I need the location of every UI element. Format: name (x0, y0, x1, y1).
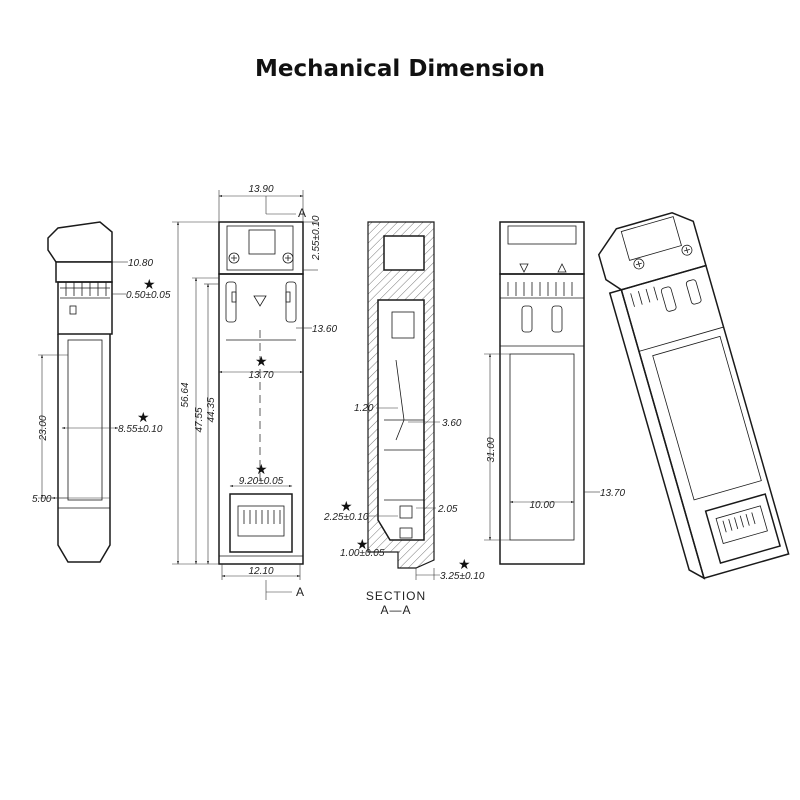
back-view: 31.00 10.00 13.70 (484, 221, 625, 565)
dim-back-outer-width: 13.70 (600, 488, 625, 499)
dim-section-inner: 3.60 (442, 418, 462, 429)
dim-front-connector-width: 9.20±0.05 (239, 476, 284, 487)
page-title: Mechanical Dimension (255, 56, 545, 82)
tolerance-star-icon: ★ (143, 277, 156, 293)
isometric-view (597, 212, 790, 580)
section-label-line2: A—A (380, 603, 411, 617)
side-view: 10.80 ★ 0.50±0.05 23.00 ★ 8.55±0.10 5.00 (32, 221, 171, 563)
dim-front-top-offset: 2.55±0.10 (311, 215, 322, 261)
tolerance-star-icon: ★ (255, 354, 268, 370)
dim-side-window-height: 23.00 (38, 415, 49, 441)
tolerance-star-icon: ★ (458, 557, 471, 573)
dim-section-wall: 1.20 (354, 403, 374, 414)
tolerance-star-icon: ★ (137, 410, 150, 426)
dim-front-bottom-width: 12.10 (248, 566, 273, 577)
dim-section-lip: 1.00±0.05 (340, 548, 385, 559)
dim-front-top-width: 13.90 (248, 184, 273, 195)
dim-front-length-3: 44.35 (206, 397, 217, 422)
section-marker-bottom: A (296, 585, 305, 599)
dim-front-latch-width: 13.60 (312, 324, 337, 335)
dim-back-inner-width: 10.00 (529, 500, 554, 511)
section-label-line1: SECTION (366, 589, 426, 603)
tolerance-star-icon: ★ (340, 499, 353, 515)
front-view: 13.90 A 2.55±0.10 13.60 ★ 13.70 56.64 47… (172, 184, 337, 600)
tolerance-star-icon: ★ (356, 537, 369, 553)
dim-side-depth: 8.55±0.10 (118, 424, 163, 435)
dim-front-length-2: 47.55 (194, 407, 205, 432)
dim-section-end: 3.25±0.10 (440, 571, 485, 582)
dim-front-total-length: 56.64 (180, 382, 191, 407)
dim-side-top-width: 10.80 (128, 258, 153, 269)
dim-side-bottom: 5.00 (32, 494, 52, 505)
dim-back-height: 31.00 (486, 437, 497, 462)
dim-section-offset: 2.25±0.10 (323, 512, 369, 523)
section-view: 1.20 3.60 2.05 ★ 2.25±0.10 ★ 1.00±0.05 ★… (323, 221, 485, 617)
dim-side-tab: 0.50±0.05 (126, 290, 171, 301)
tolerance-star-icon: ★ (255, 462, 268, 478)
dim-front-body-width: 13.70 (248, 370, 273, 381)
dim-section-step: 2.05 (437, 504, 458, 515)
section-marker-top: A (298, 206, 307, 220)
